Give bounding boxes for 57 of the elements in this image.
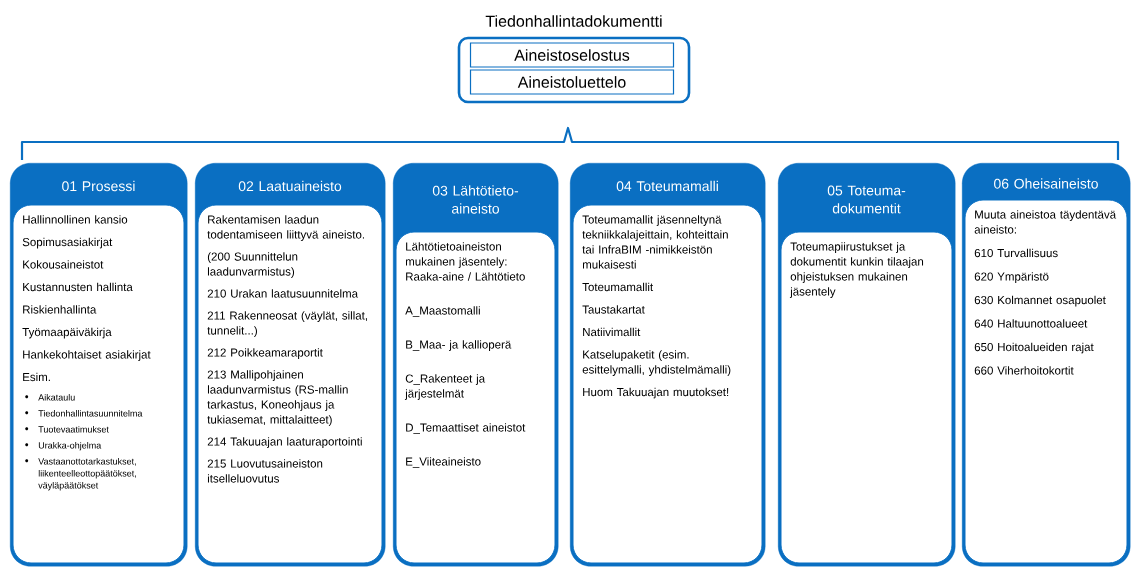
document-item-box: Aineistoluettelo: [469, 69, 675, 95]
list-item: Työmaapäiväkirja: [22, 327, 112, 339]
bullet-item: Tiedonhallintasuunnitelma: [25, 410, 143, 417]
column-heading: 03 Lähtötieto-aineisto: [432, 185, 519, 214]
list-item: 210 Urakan laatusuunnitelma: [207, 289, 359, 298]
item-heading: Muuta aineistoa täydentävä aineisto:: [974, 210, 1117, 234]
bullet-item: Vastaanottotarkastukset, liikenteelleottopäätökset, väyläpäätökset: [25, 458, 136, 491]
list-item: 620 Ympäristö: [974, 272, 1049, 283]
list-item: 640 Haltuunottoalueet: [974, 319, 1088, 328]
column-heading: 01 Prosessi: [62, 180, 135, 192]
column-card: [195, 163, 386, 567]
document-item-box: Aineistoselostus: [469, 42, 675, 68]
list-item: 215 Luovutusaineiston itselleluovutus: [207, 459, 323, 483]
item-heading: Rakentamisen laadun todentamiseen liittyvä aineisto.: [207, 215, 364, 241]
item-heading: Lähtötietoaineiston mukainen jäsentely: Raaka-aine / Lähtötieto: [406, 242, 525, 281]
list-item: C_Rakenteet ja järjestelmät: [404, 374, 486, 400]
item-heading: Hallinnollinen kansio: [23, 215, 128, 224]
item-heading: Toteumapiirustukset ja dokumentit kunkin tilaajan ohjeistuksen mukainen jäsentely: [789, 242, 924, 298]
list-item: Hankekohtaiset asiakirjat: [23, 350, 151, 361]
list-item: D_Temaattiset aineistot: [406, 423, 526, 434]
document-box: [457, 15, 691, 104]
list-item: Kustannusten hallinta: [23, 282, 133, 292]
list-item: 610 Turvallisuus: [974, 248, 1058, 258]
list-item: Huom Takuuajan muutokset!: [583, 387, 729, 399]
list-item: 630 Kolmannet osapuolet: [974, 295, 1106, 307]
list-item: 213 Mallipohjainen laadunvarmistus (RS-mallin tarkastus, Koneohjaus ja tukiasemat, mittalaitteet): [207, 370, 348, 426]
list-item: Sopimusasiakirjat: [22, 237, 113, 249]
list-item: E_Viiteaineisto: [406, 457, 481, 468]
column-card: [778, 163, 956, 567]
list-item: B_Maa- ja kallioperä: [406, 340, 512, 351]
list-item: Esim.: [23, 372, 50, 382]
list-item: 660 Viherhoitokortit: [974, 366, 1074, 375]
list-item: Katselupaketit (esim. esittelymalli, yhdistelmämalli): [582, 350, 731, 376]
bullet-item: Tuotevaatimukset: [25, 426, 109, 433]
list-item: Riskienhallinta: [23, 305, 97, 314]
box-heading: Tiedonhallintadokumentti: [485, 15, 662, 27]
bullet-item: Aikataulu: [25, 394, 75, 401]
column-heading: 02 Laatuaineisto: [238, 180, 342, 192]
column-heading: 06 Oheisaineisto: [994, 178, 1098, 189]
item-heading: Toteumamallit jäsenneltynä tekniikkalajeittain, kohteittain tai InfraBIM -nimikkeistön mukaisesti: [582, 215, 728, 269]
list-item: (200 Suunnittelun laadunvarmistus): [207, 252, 298, 278]
column-heading: 05 Toteuma-dokumentit: [827, 185, 906, 214]
column-card: [10, 163, 188, 567]
bullet-item: Urakka-ohjelma: [25, 442, 102, 451]
list-item: 212 Poikkeamaraportit: [207, 348, 323, 359]
column-card: [570, 163, 766, 567]
list-item: 214 Takuuajan laaturaportointi: [207, 437, 362, 448]
list-item: 211 Rakenneosat (väylät, sillat, tunnelit...): [207, 311, 367, 337]
list-item: Toteumamallit: [582, 282, 654, 292]
column-card: [393, 163, 559, 567]
list-item: Natiivimallit: [583, 327, 641, 337]
list-item: 650 Hoitoalueiden rajat: [974, 342, 1094, 354]
column-card: [962, 163, 1131, 567]
list-item: Taustakartat: [582, 305, 645, 314]
list-item: Kokousaineistot: [23, 260, 104, 269]
column-heading: 04 Toteumamalli: [616, 180, 718, 192]
list-item: A_Maastomalli: [405, 306, 480, 317]
